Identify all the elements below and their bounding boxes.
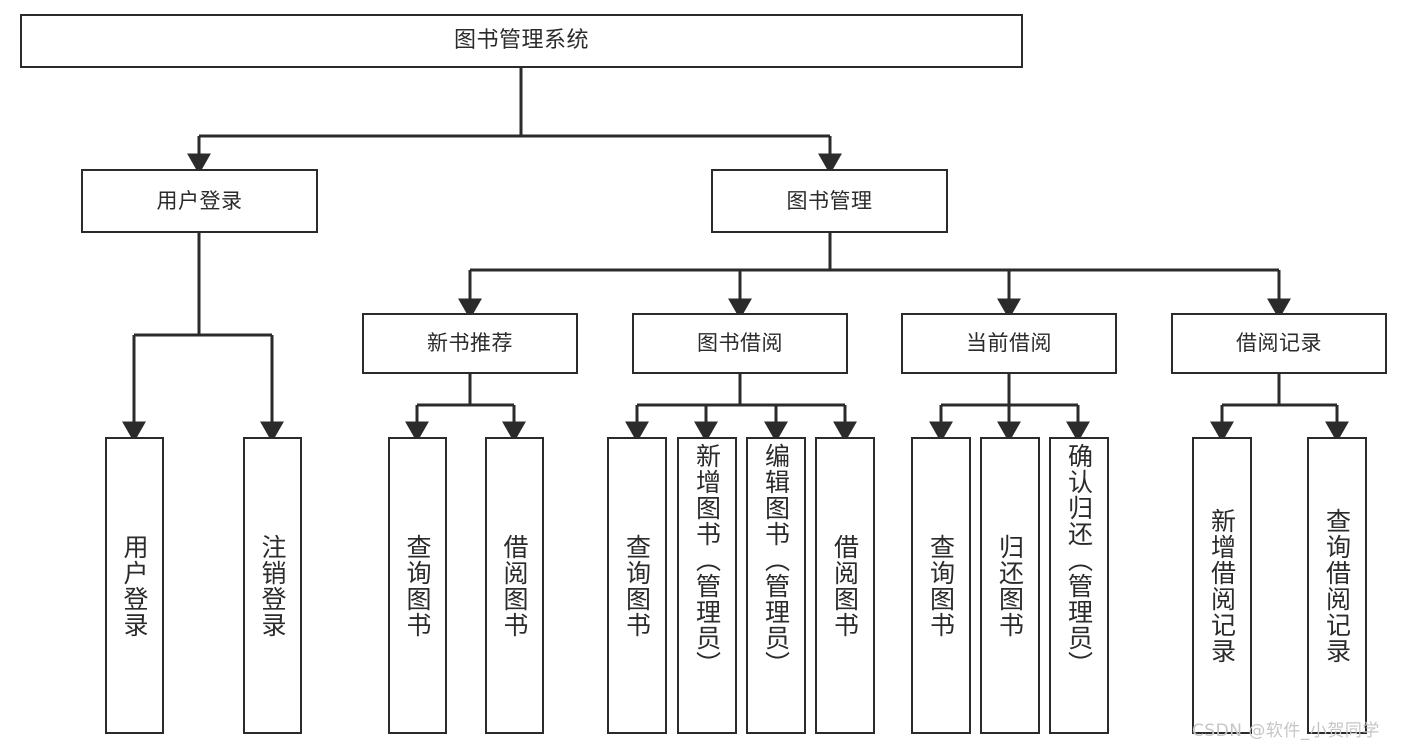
- node-label: 新书推荐: [427, 331, 513, 355]
- node-label: 图书借阅: [697, 331, 783, 355]
- leaf-confirm-return-admin[interactable]: 确认归还（管理员）: [1049, 437, 1109, 734]
- node-label: 借阅图书: [830, 533, 860, 638]
- node-borrowing-records[interactable]: 借阅记录: [1171, 313, 1387, 374]
- node-label: 查询图书: [403, 533, 432, 638]
- node-label: 查询图书: [926, 533, 956, 638]
- node-label: 用户登录: [156, 188, 243, 213]
- node-label: 新增图书（管理员）: [692, 443, 722, 677]
- node-label: 借阅图书: [500, 533, 529, 638]
- node-label: 借阅记录: [1236, 331, 1322, 355]
- leaf-query-book-borrowing[interactable]: 查询图书: [607, 437, 667, 734]
- leaf-borrow-book-borrowing[interactable]: 借阅图书: [815, 437, 875, 734]
- node-user-login[interactable]: 用户登录: [81, 169, 318, 233]
- node-label: 查询借阅记录: [1322, 507, 1352, 664]
- leaf-borrow-book-new-recommend[interactable]: 借阅图书: [485, 437, 544, 734]
- leaf-query-borrow-record[interactable]: 查询借阅记录: [1307, 437, 1367, 734]
- leaf-logout[interactable]: 注销登录: [243, 437, 302, 734]
- node-label: 归还图书: [995, 533, 1025, 638]
- leaf-query-book-new-recommend[interactable]: 查询图书: [388, 437, 447, 734]
- node-book-management[interactable]: 图书管理: [711, 169, 948, 233]
- leaf-return-book[interactable]: 归还图书: [980, 437, 1040, 734]
- node-label: 当前借阅: [966, 331, 1052, 355]
- node-label: 新增借阅记录: [1207, 507, 1237, 664]
- node-root-book-management-system[interactable]: 图书管理系统: [20, 14, 1023, 68]
- node-label: 图书管理系统: [453, 28, 589, 53]
- node-book-borrowing[interactable]: 图书借阅: [632, 313, 848, 374]
- node-new-book-recommendation[interactable]: 新书推荐: [362, 313, 578, 374]
- csdn-watermark: CSDN @软件_小贺同学: [1192, 721, 1380, 741]
- node-current-borrowing[interactable]: 当前借阅: [901, 313, 1117, 374]
- leaf-query-book-current[interactable]: 查询图书: [911, 437, 971, 734]
- node-label: 编辑图书（管理员）: [761, 443, 791, 677]
- node-label: 注销登录: [258, 533, 287, 638]
- leaf-add-book-admin[interactable]: 新增图书（管理员）: [677, 437, 737, 734]
- node-label: 图书管理: [786, 188, 873, 213]
- node-label: 确认归还（管理员）: [1064, 443, 1094, 677]
- leaf-add-borrow-record[interactable]: 新增借阅记录: [1192, 437, 1252, 734]
- node-label: 查询图书: [622, 533, 652, 638]
- node-label: 用户登录: [120, 533, 149, 638]
- leaf-edit-book-admin[interactable]: 编辑图书（管理员）: [746, 437, 806, 734]
- leaf-user-login[interactable]: 用户登录: [105, 437, 164, 734]
